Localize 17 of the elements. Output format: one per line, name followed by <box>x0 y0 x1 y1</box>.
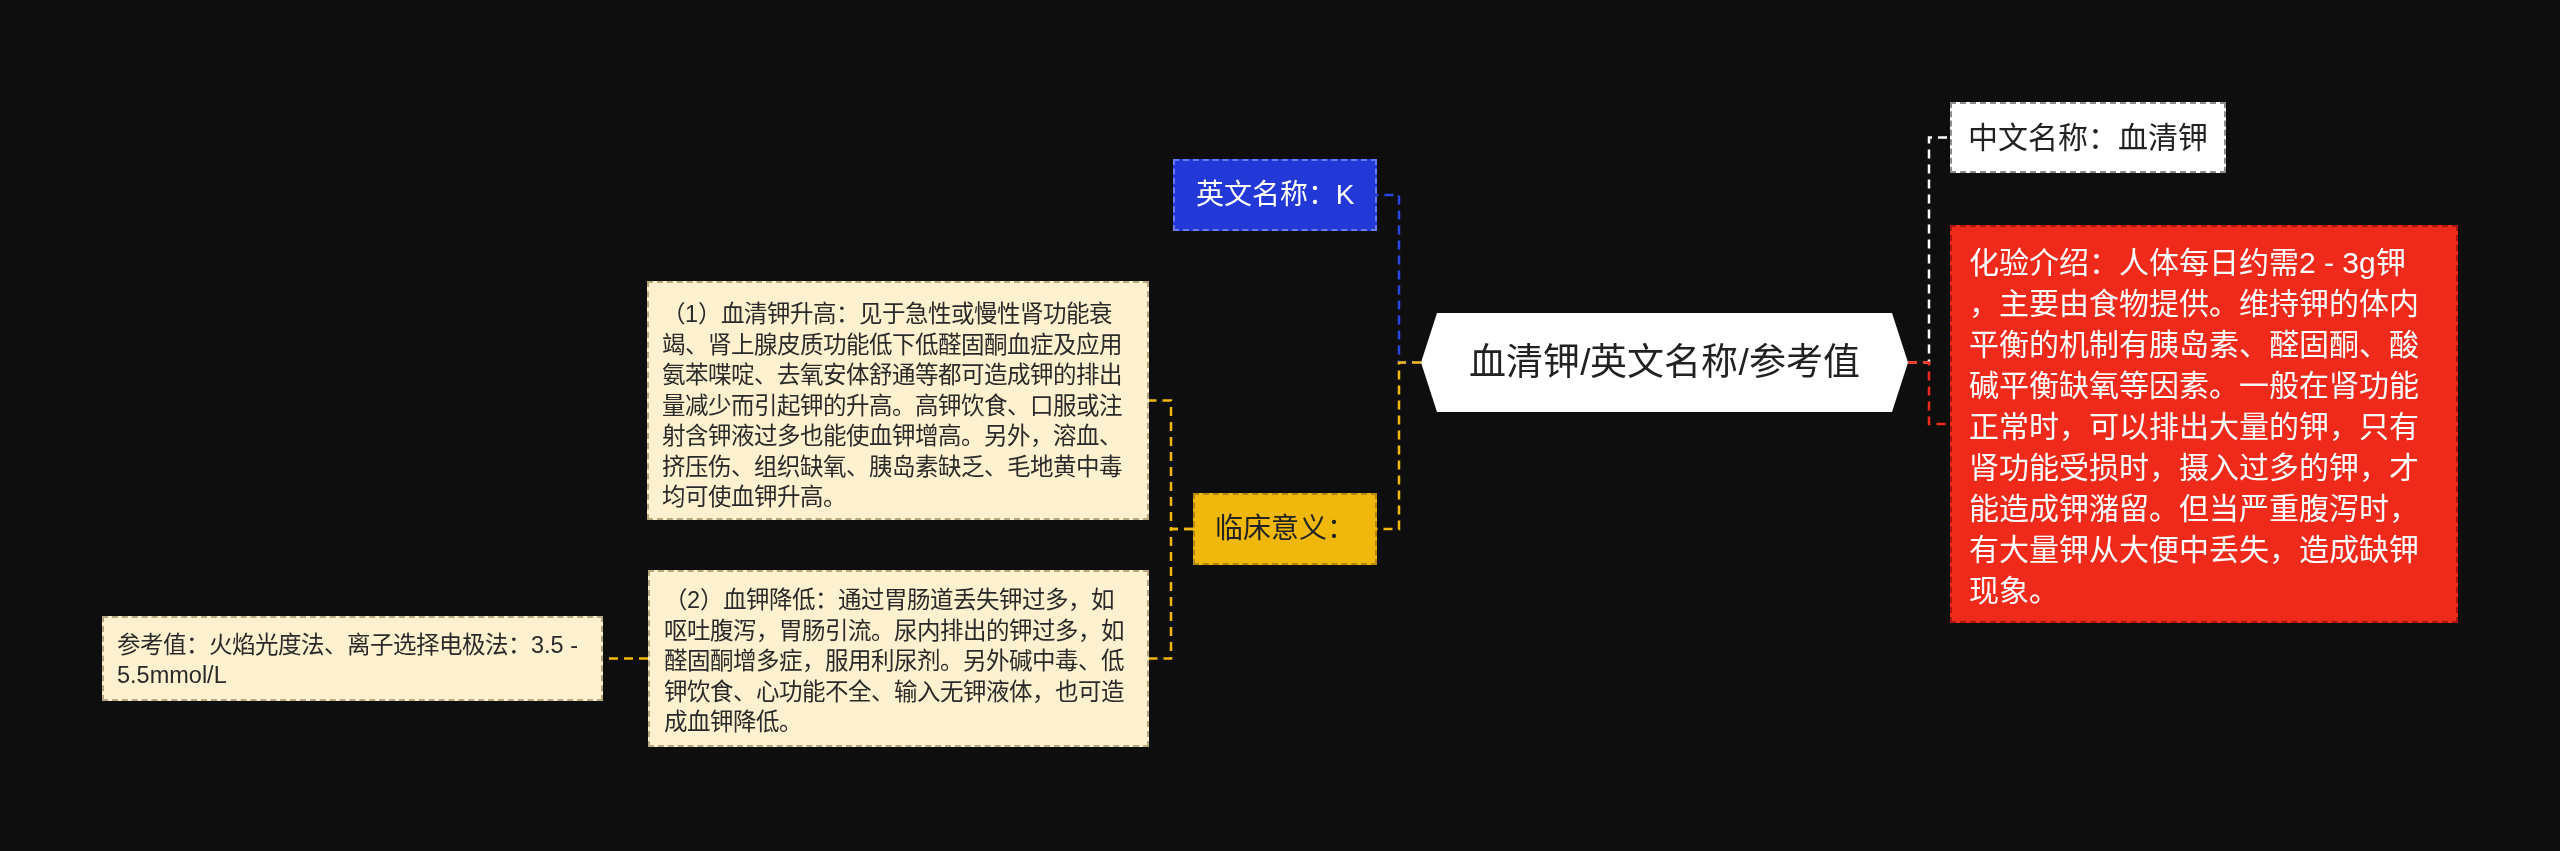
note-card <box>1950 225 2458 623</box>
note-text: 化验介绍：人体每日约需2 - 3g钾，主要由食物提供。维持钾的体内平衡的机制有胰岛素、醛固酮、酸碱平衡缺氧等因素。一般在肾功能正常时，可以排出大量的钾，只有肾功能受损时，摄入过多的钾，才能造成钾潴留。但当严重腹泻时，有大量钾从大便中丢失，造成缺钾现象。 <box>1969 245 2420 609</box>
branch-box <box>1173 159 1377 231</box>
note-text: （2）血钾降低：通过胃肠道丢失钾过多，如呕吐腹泻，胃肠引流。尿内排出的钾过多，如醛固酮增多症，服用利尿剂。另外碱中毒、低钾饮食、心功能不全、输入无钾液体，也可造成血钾降低。 <box>664 586 1125 738</box>
note-text: 参考值：火焰光度法、离子选择电极法：3.5 - 5.5mmol/L <box>117 631 580 690</box>
branch-label: 英文名称：K <box>1195 178 1355 212</box>
central-topic <box>1421 313 1908 412</box>
branch-label: 中文名称：血清钾 <box>1968 119 2208 156</box>
note-card <box>648 570 1149 747</box>
note-card <box>647 281 1149 520</box>
branch-box <box>1950 102 2226 173</box>
connector-line <box>1149 527 1193 660</box>
branch-box <box>1193 493 1377 565</box>
note-text: （1）血清钾升高：见于急性或慢性肾功能衰竭、肾上腺皮质功能低下低醛固酮血症及应用氨苯喋啶、去氧安体舒通等都可造成钾的排出量减少而引起钾的升高。高钾饮食、口服或注射含钾液过多也能使血钾增高。另外，溶血、挤压伤、组织缺氧、胰岛素缺乏、毛地黄中毒均可使血钾升高。 <box>662 300 1123 512</box>
note-card <box>102 616 603 701</box>
topic-title: 血清钾/英文名称/参考值 <box>1469 340 1860 385</box>
branch-label: 临床意义： <box>1215 512 1355 546</box>
